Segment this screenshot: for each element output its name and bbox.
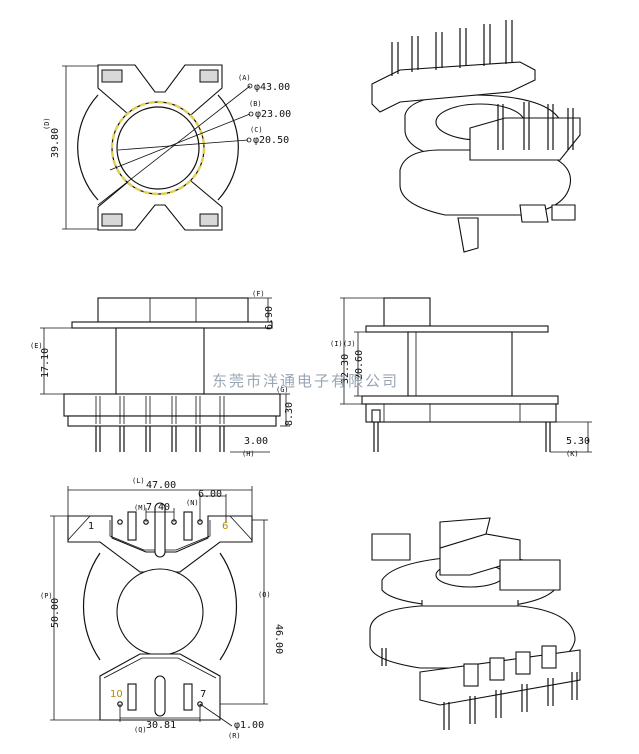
dim-p-tag: (P) [40,592,53,600]
dim-g-value: 8.30 [284,402,295,426]
dim-g-tag: (G) [276,386,289,394]
dim-o-tag: (O) [258,591,271,599]
dim-c-tag: (C) [250,126,263,134]
side-view [340,297,592,453]
dim-k-value: 5.30 [566,436,590,447]
dim-a-value: φ43.00 [254,82,290,93]
top-view [62,64,254,231]
isometric-view-top [371,20,581,253]
dim-p-value: 50.00 [50,598,61,628]
pin-label-10: 10 [110,689,123,700]
dim-r-value: φ1.00 [234,720,264,731]
dim-e-value: 17.10 [40,348,51,378]
dim-d-value: 39.80 [50,128,61,158]
dim-n-value: 6.00 [198,489,222,500]
isometric-view-bottom [369,517,581,730]
front-view [40,297,290,453]
dim-o-value: 46.00 [273,624,284,654]
dim-q-tag: (Q) [134,726,147,734]
bottom-view [50,486,268,727]
pin-label-6: 6 [222,521,228,532]
dim-r-tag: (R) [228,732,241,740]
dim-f-value: 6.90 [264,306,275,330]
dim-f-tag: (F) [252,290,265,298]
dim-d-tag: (D) [43,117,51,130]
dim-n-tag: (N) [186,499,199,507]
dim-b-value: φ23.00 [255,109,291,120]
pin-label-7: 7 [200,689,206,700]
dim-h-value: 3.00 [244,436,268,447]
dim-m-tag: (M) [134,504,147,512]
dim-h-tag: (H) [242,450,255,458]
dim-e-tag: (E) [30,342,43,350]
dim-k-tag: (K) [566,450,579,458]
dim-j-tag: (J) [343,340,356,348]
dim-i-tag: (I) [330,340,343,348]
dim-l-tag: (L) [132,477,145,485]
dim-l-value: 47.00 [146,480,176,491]
dim-j-value: 20.60 [354,350,365,380]
dim-i-value: 32.30 [340,354,351,384]
dim-a-tag: (A) [238,74,251,82]
dim-b-tag: (B) [249,100,262,108]
dim-c-value: φ20.50 [253,135,289,146]
dim-m-value: 7.40 [146,502,170,513]
dim-q-value: 30.81 [146,720,176,731]
company-watermark: 东莞市洋通电子有限公司 [212,372,399,390]
pin-label-1: 1 [88,521,94,532]
